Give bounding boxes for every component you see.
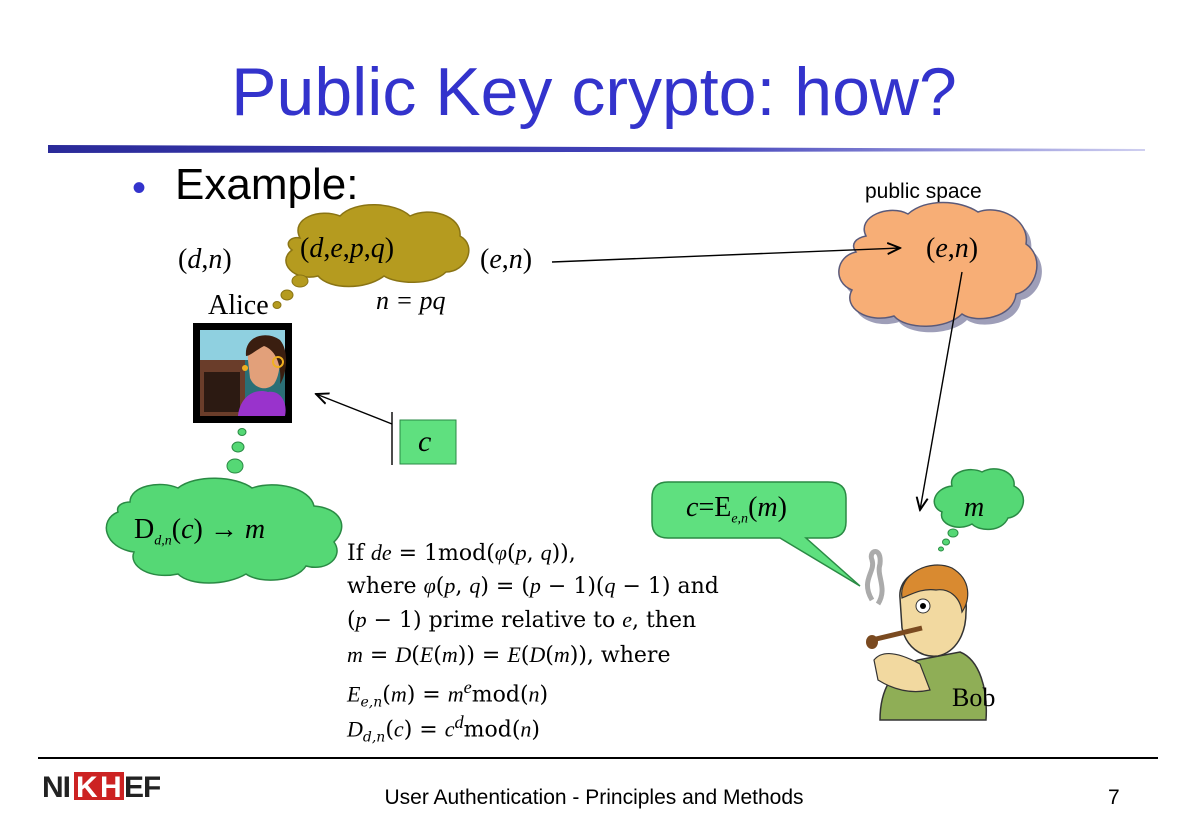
footer-title: User Authentication - Principles and Met… [384, 786, 804, 809]
formula-line-2: where φ(p, q) = (p − 1)(q − 1) and [347, 573, 719, 599]
ciphertext-label: c [418, 425, 432, 458]
slide-title: Public Key crypto: how? [231, 54, 957, 130]
alice-public-key: (e,n) [480, 244, 533, 275]
public-cloud-text: (e,n) [926, 233, 979, 264]
alice-decrypt-bubbles [226, 428, 247, 474]
nikhef-logo: NI K H EF [40, 770, 160, 804]
alice-thought-text: (d,e,p,q) [300, 233, 395, 264]
svg-text:EF: EF [124, 771, 160, 804]
public-space-label: public space [865, 180, 982, 203]
formula-line-6: Dd,n(c) = cdmod(n) [347, 712, 541, 746]
alice-label: Alice [208, 290, 269, 321]
bullet-dot: • [132, 166, 147, 210]
send-ciphertext-arrow [316, 394, 393, 425]
bob-thought-cloud [933, 468, 1025, 552]
fetch-key-arrow [920, 271, 963, 510]
bob-thought-text: m [964, 492, 985, 523]
footer-rule [38, 757, 1158, 759]
alice-thought-cloud [272, 204, 470, 309]
n-equals-pq: n = pq [376, 286, 446, 315]
formula-line-5: Ee,n(m) = memod(n) [347, 677, 549, 711]
svg-text:H: H [100, 771, 122, 804]
public-space-cloud [838, 201, 1042, 333]
page-number: 7 [1108, 786, 1120, 809]
bob-figure [865, 549, 988, 721]
publish-key-arrow [551, 248, 900, 263]
formula-line-1: If de = 1mod(φ(p, q)), [347, 540, 576, 566]
alice-private-key: (d,n) [178, 244, 232, 275]
title-underline [48, 145, 1145, 153]
svg-text:NI: NI [42, 771, 70, 804]
svg-text:K: K [76, 771, 98, 804]
bob-speech-text: c=Ee,n(m) [686, 492, 787, 527]
decrypt-cloud [105, 477, 343, 584]
alice-figure [193, 323, 292, 423]
bob-label: Bob [952, 683, 996, 712]
bob-speech-bubble [651, 481, 861, 587]
formula-line-3: (p − 1) prime relative to e, then [347, 607, 697, 633]
bullet-example: Example: [175, 160, 359, 209]
formula-line-4: m = D(E(m)) = E(D(m)), where [347, 642, 671, 668]
ciphertext-box [399, 419, 457, 465]
decrypt-cloud-text: Dd,n(c) → m [134, 514, 266, 549]
